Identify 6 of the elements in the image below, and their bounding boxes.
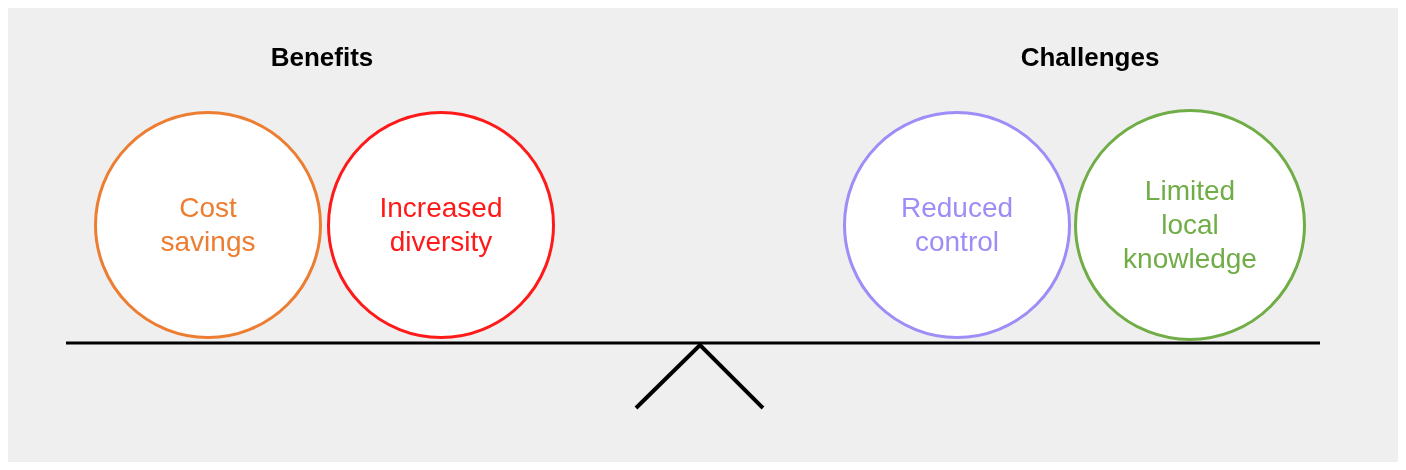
circle-label: Increased diversity <box>378 191 504 259</box>
circle-label: Limited local knowledge <box>1122 174 1258 276</box>
circle-label: Reduced control <box>899 191 1015 259</box>
group-heading: Benefits <box>270 42 374 73</box>
group-heading: Challenges <box>1020 42 1160 73</box>
circle-label: Cost savings <box>159 191 257 259</box>
